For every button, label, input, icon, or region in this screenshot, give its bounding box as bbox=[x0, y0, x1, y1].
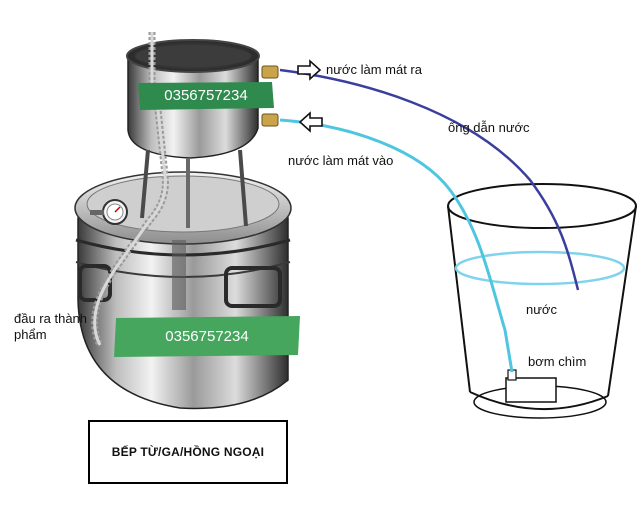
phone-tag-bottom-bg bbox=[114, 316, 300, 357]
phone-tag-top-bg bbox=[138, 82, 274, 110]
thermometer-icon bbox=[90, 199, 128, 225]
phone-number-bottom: 0356757234 bbox=[165, 328, 249, 345]
label-water-pipe: ống dẫn nước bbox=[448, 120, 530, 135]
cooling-outlet-hose bbox=[279, 68, 580, 291]
label-pump: bơm chìm bbox=[528, 354, 587, 369]
arrow-right-icon bbox=[297, 59, 322, 81]
water-level-line bbox=[454, 250, 626, 286]
cooling-inlet-hose bbox=[279, 118, 514, 373]
phone-number-top: 0356757234 bbox=[164, 87, 248, 104]
label-cooling-in: nước làm mát vào bbox=[288, 153, 394, 168]
arrow-left-icon bbox=[298, 111, 323, 133]
stove-label: BẾP TỪ/GA/HỒNG NGOẠI bbox=[111, 445, 265, 459]
label-water: nước bbox=[526, 302, 557, 317]
label-cooling-out: nước làm mát ra bbox=[326, 62, 422, 77]
stove-label-box: BẾP TỪ/GA/HỒNG NGOẠI bbox=[88, 420, 288, 484]
water-bucket bbox=[447, 183, 637, 419]
label-product-outlet: đầu ra thành phẩm bbox=[14, 311, 88, 342]
submersible-pump bbox=[505, 377, 557, 403]
